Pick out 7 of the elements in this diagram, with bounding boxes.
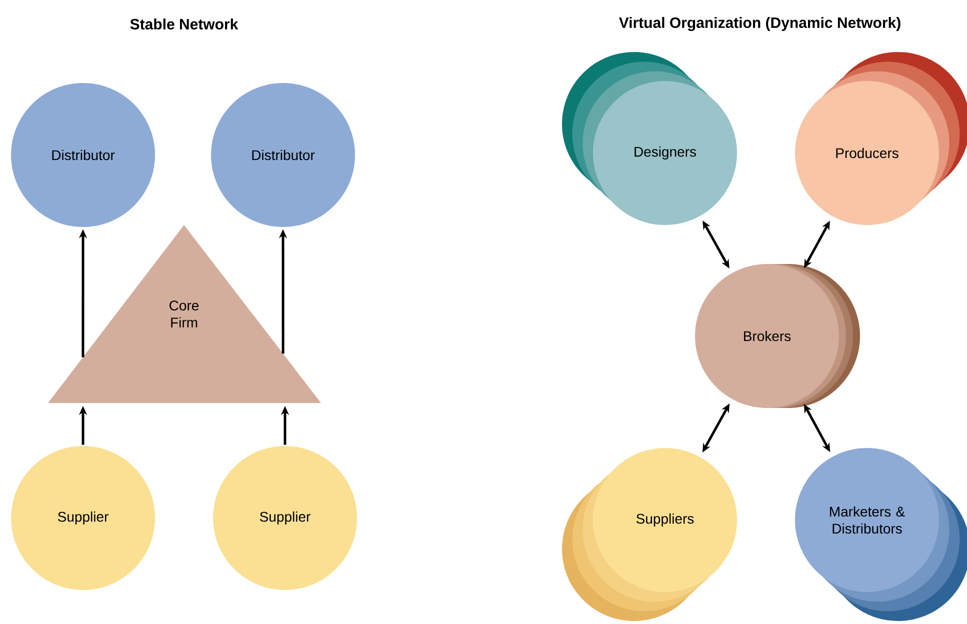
circle-stack: Brokers (695, 264, 860, 408)
circle-stack: Suppliers (562, 448, 737, 621)
circle-stack: Producers (795, 52, 967, 225)
panel-heading: Virtual Organization (Dynamic Network) (618, 16, 900, 32)
circle-stack: Marketers & Distributors (795, 448, 967, 621)
circle-stack: Designers (562, 52, 737, 225)
panel-heading: Stable Network (130, 18, 238, 30)
